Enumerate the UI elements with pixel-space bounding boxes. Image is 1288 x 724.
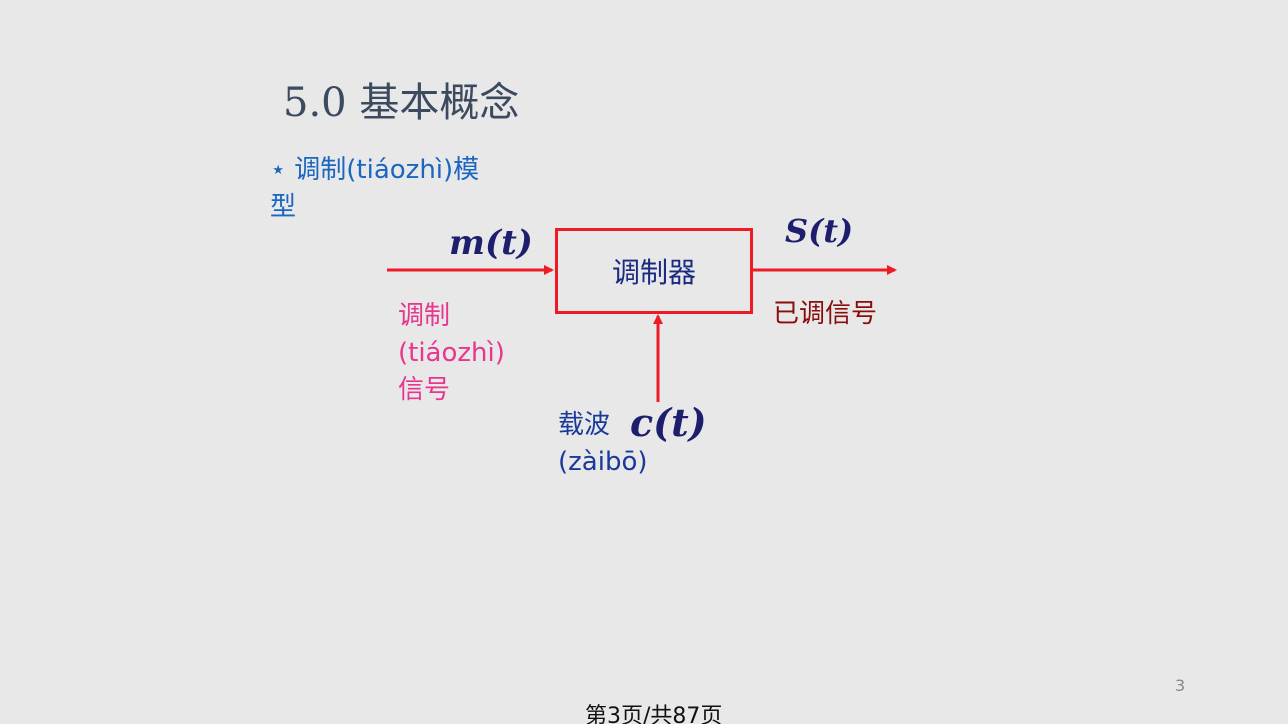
carrier-signal-symbol: c(t): [630, 400, 707, 445]
input-signal-symbol: m(t): [449, 223, 533, 263]
output-label: 已调信号: [773, 299, 878, 329]
modulator-block: 调制器: [555, 228, 753, 314]
slide-title: 5.0 基本概念: [283, 80, 520, 126]
star-bullet-icon: ⋆: [270, 155, 287, 185]
page-footer: 第3页/共87页: [585, 704, 723, 724]
bullet-modulation-model: ⋆调制(tiáozhì)模型: [270, 152, 480, 226]
page-number: 3: [1175, 676, 1186, 695]
input-label: 调制(tiáozhì)信号: [398, 301, 505, 405]
modulator-label: 调制器: [611, 256, 696, 289]
output-signal-symbol: S(t): [785, 212, 854, 250]
carrier-label: 载波(zàibō): [558, 410, 648, 477]
bullet-text: 调制(tiáozhì)模型: [270, 155, 480, 222]
